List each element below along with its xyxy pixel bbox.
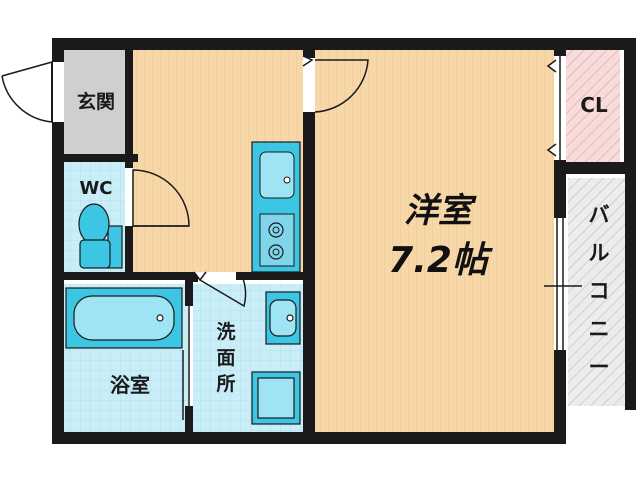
entrance-label: 玄関 bbox=[77, 90, 115, 113]
washing-machine-space bbox=[251, 371, 301, 425]
entrance-door bbox=[1, 61, 64, 123]
balcony-floor bbox=[568, 178, 630, 406]
balcony-char-1: バ bbox=[589, 203, 610, 227]
western-room-size: 7.2帖 bbox=[388, 240, 494, 281]
balcony-char-2: ル bbox=[589, 241, 610, 265]
stove bbox=[259, 213, 295, 267]
bath-label: 浴室 bbox=[110, 373, 150, 397]
washbasin bbox=[265, 291, 301, 345]
toilet-door bbox=[125, 168, 190, 227]
closet-doors bbox=[546, 56, 566, 160]
balcony-window bbox=[544, 218, 582, 350]
kitchen-sink bbox=[259, 151, 295, 199]
balcony-char-5: ー bbox=[589, 355, 610, 379]
closet-floor bbox=[564, 48, 620, 164]
walls bbox=[52, 38, 636, 444]
room-door bbox=[302, 55, 369, 113]
washroom-char-3: 所 bbox=[216, 373, 235, 395]
western-room-label: 洋室 bbox=[404, 191, 477, 231]
washroom-char-1: 洗 bbox=[216, 320, 235, 343]
balcony-char-4: ニ bbox=[589, 317, 610, 341]
bathtub bbox=[65, 287, 183, 349]
kitchen-counter bbox=[251, 141, 301, 273]
toilet-label: WC bbox=[79, 178, 112, 199]
western-room-floor bbox=[314, 48, 558, 440]
toilet-fixture bbox=[78, 203, 123, 269]
washroom-label: 洗 面 所 bbox=[216, 320, 235, 395]
bath-door bbox=[182, 306, 190, 420]
closet-label: CL bbox=[580, 93, 608, 117]
washroom-char-2: 面 bbox=[216, 347, 235, 369]
balcony-char-3: コ bbox=[589, 279, 610, 303]
washroom-door bbox=[193, 271, 247, 308]
entrance-floor bbox=[64, 48, 132, 154]
balcony-label: バ ル コ ニ ー bbox=[589, 203, 610, 379]
